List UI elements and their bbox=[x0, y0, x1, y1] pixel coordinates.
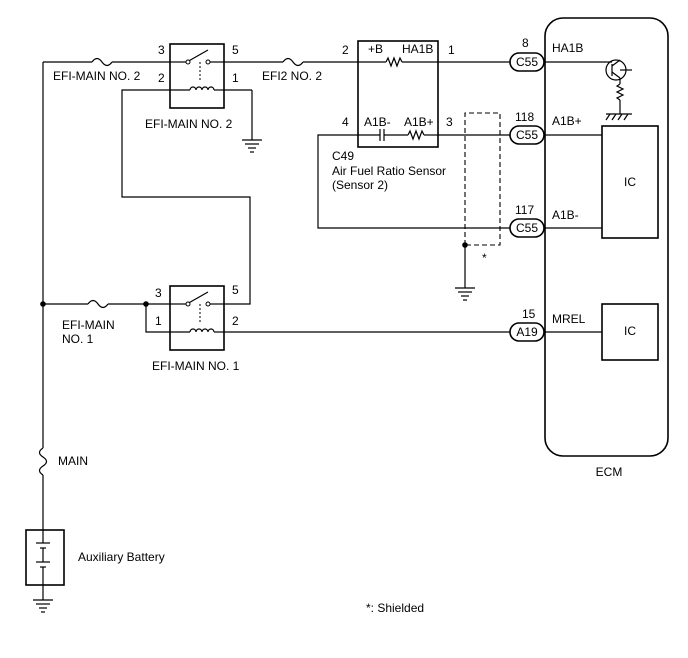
ecm-signal-a1b-plus: A1B+ bbox=[552, 114, 582, 128]
battery-box bbox=[25, 529, 65, 586]
ecm-ic-lower bbox=[601, 303, 659, 361]
connector-pin: 8 bbox=[522, 36, 529, 50]
ecm-signal-a1b-minus: A1B- bbox=[552, 208, 579, 222]
fuse-efi-main-no2-label: EFI-MAIN NO. 2 bbox=[53, 69, 141, 83]
relay1-label: EFI-MAIN NO. 1 bbox=[152, 359, 240, 373]
sensor-label-a1b-minus: A1B- bbox=[364, 115, 391, 129]
fuse-efi-main-no1-label-line2: NO. 1 bbox=[62, 332, 94, 346]
relay1-pin5: 5 bbox=[232, 283, 239, 297]
connector-c55-117: C55 bbox=[509, 218, 545, 238]
fuse-efi-main-no1-label-line1: EFI-MAIN bbox=[62, 318, 115, 332]
auxiliary-battery bbox=[25, 529, 65, 613]
relay1-pin2: 2 bbox=[232, 314, 239, 328]
fuse-efi-main-no2-icon bbox=[91, 57, 113, 67]
sensor-label-ha1b: HA1B bbox=[402, 42, 433, 56]
connector-code: A19 bbox=[516, 325, 538, 339]
shield-legend: *: Shielded bbox=[366, 601, 424, 615]
connector-c55-118: C55 bbox=[509, 125, 545, 145]
relay2-pin3: 3 bbox=[158, 43, 165, 57]
relay2-pin1: 1 bbox=[232, 71, 239, 85]
sensor-name-line1: Air Fuel Ratio Sensor bbox=[332, 164, 446, 178]
shield bbox=[455, 112, 501, 301]
fuse-efi2-no2-label: EFI2 NO. 2 bbox=[262, 69, 322, 83]
connector-pin: 118 bbox=[515, 110, 534, 124]
ecm-signal-mrel: MREL bbox=[552, 312, 586, 326]
sensor-pin1: 1 bbox=[448, 43, 455, 57]
fuse-efi-main-no1-icon bbox=[87, 299, 109, 309]
connector-code: C55 bbox=[516, 221, 538, 235]
sensor-label-plus-b: +B bbox=[368, 42, 383, 56]
relay2-pin5: 5 bbox=[232, 43, 239, 57]
relay2-label: EFI-MAIN NO. 2 bbox=[145, 117, 233, 131]
sensor-heater-resistor-icon bbox=[385, 56, 403, 68]
connector-code: C55 bbox=[516, 55, 538, 69]
connector-a19-15: A19 bbox=[509, 322, 545, 342]
shield-mark: * bbox=[482, 251, 487, 265]
connector-code: C55 bbox=[516, 128, 538, 142]
main-power-rail bbox=[40, 61, 170, 530]
ecm-ic-lower-label: IC bbox=[624, 324, 636, 338]
sensor-pin2: 2 bbox=[342, 43, 349, 57]
relay1-pin1: 1 bbox=[155, 314, 162, 328]
ecm-heater-transistor-icon bbox=[605, 59, 632, 121]
battery-label: Auxiliary Battery bbox=[78, 550, 165, 564]
connector-pin: 117 bbox=[515, 203, 534, 217]
fuse-main-icon bbox=[38, 447, 48, 476]
relay-efi-main-no2 bbox=[169, 43, 225, 109]
fuse-efi2-no2-icon bbox=[282, 57, 304, 67]
relay1-pin3: 3 bbox=[155, 286, 162, 300]
relay2-coil-icon bbox=[189, 86, 215, 91]
sensor-pin4: 4 bbox=[342, 115, 349, 129]
ecm-label: ECM bbox=[596, 465, 623, 479]
sensor-code: C49 bbox=[332, 149, 354, 163]
relay2-pin2: 2 bbox=[158, 71, 165, 85]
connector-c55-8: C55 bbox=[509, 52, 545, 72]
battery-ground-icon bbox=[33, 599, 53, 613]
fuse-main-label: MAIN bbox=[58, 454, 88, 468]
relay-efi-main-no1 bbox=[169, 285, 225, 351]
relay2-ground bbox=[224, 89, 262, 153]
ecm-ic-upper bbox=[601, 125, 659, 239]
air-fuel-ratio-sensor bbox=[357, 40, 439, 148]
sensor-pin3: 3 bbox=[446, 115, 453, 129]
sensor-label-a1b-plus: A1B+ bbox=[404, 115, 434, 129]
relay1-coil-feed-wire bbox=[145, 304, 170, 333]
ecm-ic-upper-label: IC bbox=[624, 175, 636, 189]
sensor-name-line2: (Sensor 2) bbox=[332, 178, 388, 192]
sensor-cell-resistor-icon bbox=[407, 129, 425, 141]
relay1-coil-icon bbox=[189, 328, 215, 333]
ecm-signal-ha1b: HA1B bbox=[552, 41, 583, 55]
connector-pin: 15 bbox=[522, 307, 536, 321]
rail-junction-dot bbox=[40, 301, 46, 307]
ecm-box bbox=[544, 17, 669, 457]
relay2-coil-to-relay1-wire bbox=[121, 89, 251, 305]
wire-a1b-minus bbox=[317, 134, 510, 229]
